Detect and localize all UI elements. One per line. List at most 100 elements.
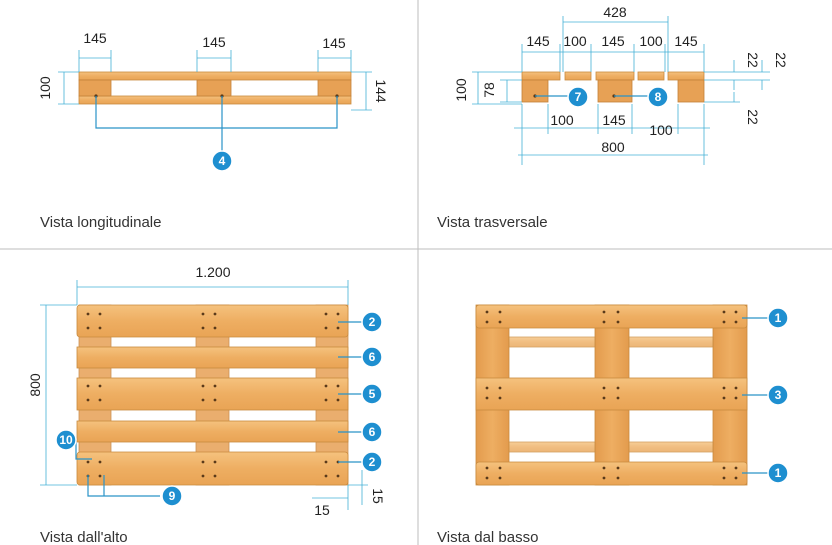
svg-text:145: 145 <box>601 33 625 49</box>
badge-10: 10 <box>55 429 77 451</box>
nail-dot <box>616 396 620 400</box>
bottom-view: 1 3 1 Vista dal basso <box>437 304 789 545</box>
nail-dot <box>213 398 217 402</box>
badge-9: 9 <box>161 485 183 507</box>
nail-dot <box>602 320 606 324</box>
badge-1-top: 1 <box>767 307 789 329</box>
caption-longitudinal: Vista longitudinale <box>40 214 161 231</box>
deck-board-2 <box>76 346 349 369</box>
svg-text:100: 100 <box>639 33 663 49</box>
svg-text:2: 2 <box>369 455 376 469</box>
caption-top: Vista dall'alto <box>40 529 128 545</box>
nail-dot <box>336 398 340 402</box>
nail-dot <box>485 396 489 400</box>
bottom-board <box>78 95 352 105</box>
svg-text:100: 100 <box>563 33 587 49</box>
dim-145-center: 145 <box>202 34 226 50</box>
nail-dot <box>498 396 502 400</box>
svg-text:4: 4 <box>219 154 226 168</box>
nail-dot <box>498 466 502 470</box>
nail-dot <box>86 384 90 388</box>
badge-6-bottom: 6 <box>361 421 383 443</box>
dim-428: 428 <box>603 4 627 20</box>
nail-dot <box>722 386 726 390</box>
svg-text:22: 22 <box>745 52 761 68</box>
nail-dot <box>213 474 217 478</box>
nail-dot <box>616 466 620 470</box>
nail-dot <box>324 384 328 388</box>
nail-dot <box>213 384 217 388</box>
svg-text:1: 1 <box>775 466 782 480</box>
badge-7: 7 <box>567 86 589 108</box>
nail-dot <box>616 386 620 390</box>
nail-dot <box>722 310 726 314</box>
svg-text:8: 8 <box>655 90 662 104</box>
nail-dot <box>722 476 726 480</box>
deck-board-3 <box>76 377 349 411</box>
nail-dot <box>498 320 502 324</box>
deck-board-4 <box>76 420 349 443</box>
svg-text:78: 78 <box>481 82 497 98</box>
nail-dot <box>98 326 102 330</box>
svg-text:15: 15 <box>314 502 330 518</box>
nail-dot <box>485 310 489 314</box>
nail-dot <box>734 396 738 400</box>
nail-dot <box>485 476 489 480</box>
bottom-board-bottom <box>475 461 748 486</box>
nail-dot <box>498 386 502 390</box>
dim-145-left: 145 <box>83 30 107 46</box>
top-view: 1.200 800 15 15 2 6 5 6 2 10 9 Vista dal… <box>27 264 386 545</box>
block-left <box>78 79 112 97</box>
deck-board-5 <box>76 451 349 486</box>
badge-8: 8 <box>647 86 669 108</box>
nail-dot <box>602 396 606 400</box>
badge-6-top: 6 <box>361 346 383 368</box>
svg-text:145: 145 <box>526 33 550 49</box>
block-left <box>521 79 549 103</box>
nail-dot <box>498 310 502 314</box>
nail-dot <box>722 396 726 400</box>
nail-dot <box>98 384 102 388</box>
svg-text:22: 22 <box>745 109 761 125</box>
nail-dot <box>734 386 738 390</box>
nail-dot <box>722 466 726 470</box>
nail-dot <box>86 398 90 402</box>
nail-dot <box>734 310 738 314</box>
svg-text:5: 5 <box>369 387 376 401</box>
svg-text:9: 9 <box>169 489 176 503</box>
nail-dot <box>336 474 340 478</box>
nail-dot <box>86 312 90 316</box>
svg-text:7: 7 <box>575 90 582 104</box>
bottom-board-middle <box>475 377 748 411</box>
dim-145-right: 145 <box>322 35 346 51</box>
svg-text:22: 22 <box>773 52 789 68</box>
nail-dot <box>324 474 328 478</box>
transversal-view: 428 145 100 145 100 145 22 22 22 100 78 … <box>437 4 789 231</box>
svg-text:145: 145 <box>674 33 698 49</box>
nail-dot <box>485 466 489 470</box>
dim-800-length: 800 <box>27 373 43 397</box>
nail-dot <box>336 384 340 388</box>
block-center <box>196 79 232 97</box>
svg-text:3: 3 <box>775 388 782 402</box>
nail-dot <box>201 326 205 330</box>
nail-dot <box>201 384 205 388</box>
nail-dot <box>201 474 205 478</box>
nail-dot <box>722 320 726 324</box>
svg-text:10: 10 <box>59 433 73 447</box>
nail-dot <box>98 312 102 316</box>
nail-dot <box>336 326 340 330</box>
nail-dot <box>602 310 606 314</box>
badge-5: 5 <box>361 383 383 405</box>
block-right <box>677 79 705 103</box>
nail-dot <box>734 476 738 480</box>
nail-dot <box>498 476 502 480</box>
svg-text:2: 2 <box>369 315 376 329</box>
dim-144-height: 144 <box>373 79 389 103</box>
caption-transversal: Vista trasversale <box>437 214 548 231</box>
badge-2-bottom: 2 <box>361 451 383 473</box>
nail-dot <box>98 398 102 402</box>
svg-text:15: 15 <box>370 488 386 504</box>
